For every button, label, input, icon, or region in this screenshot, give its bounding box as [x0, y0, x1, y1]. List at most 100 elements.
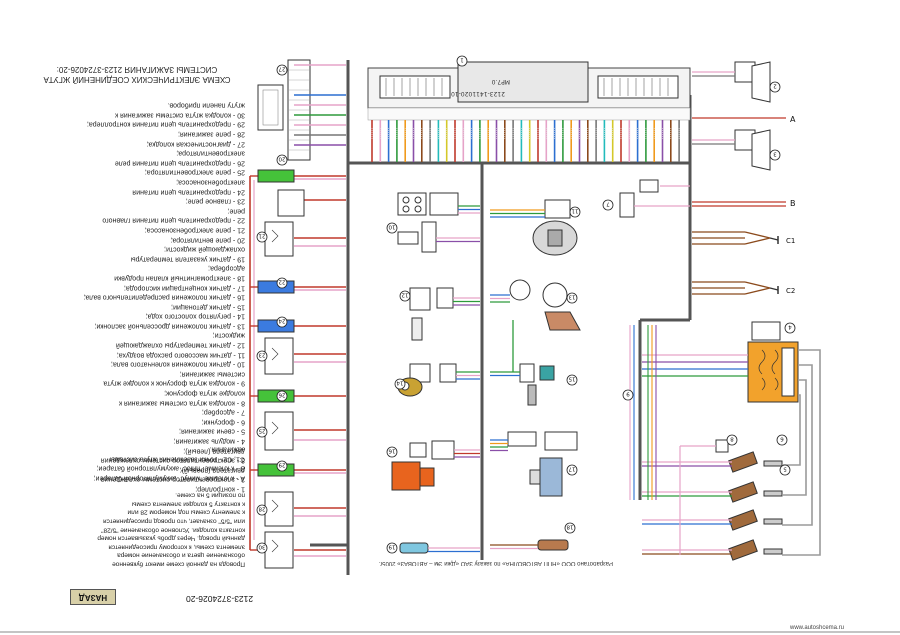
legend-item: 23 - главное реле; — [185, 197, 245, 205]
callout-marker: 23 — [256, 350, 268, 362]
legend-item: 29 - предохранитель цепи питания контрол… — [86, 120, 245, 128]
callout-number: 4 — [788, 324, 792, 330]
legend-item: 8 - колодка жгута системы зажигания к — [118, 399, 245, 406]
callout-number: 12 — [402, 292, 409, 298]
right-components — [619, 61, 799, 561]
callout-number: 21 — [259, 233, 266, 239]
legend-item: 30 - колодка жгута системы зажигания к — [115, 111, 245, 119]
legend-note: С1, С2 - точки заземления жгута системы — [109, 455, 245, 463]
callout-number: 25 — [258, 428, 265, 434]
fuse-blue-icon — [257, 280, 295, 294]
legend-note: А - к клемме "минус" аккумуляторной бата… — [93, 474, 245, 482]
legend-item: электробензонасоса; — [176, 178, 245, 186]
callout-marker: 9 — [622, 389, 634, 401]
callout-marker: 1 — [456, 55, 468, 67]
legend-title-line: СХЕМА ЭЛЕКТРИЧЕСКИХ СОЕДИНЕНИЙ ЖГУТА — [43, 75, 231, 84]
callout-number: 28 — [258, 506, 265, 512]
legend-item: 12 - датчик температуры охлаждающей — [115, 341, 245, 349]
callout-marker: 22 — [276, 277, 288, 289]
relay-icon — [264, 411, 294, 451]
callout-number: 24 — [278, 318, 285, 324]
callout-number: 22 — [279, 279, 286, 285]
legend-remark-line: данный провод. Через дробь указывается н… — [97, 534, 245, 542]
ground-label-b: В — [790, 199, 796, 208]
legend-item: 21 - реле электробензонасоса; — [144, 226, 245, 234]
callout-marker: 13 — [566, 292, 578, 304]
legend-remark-line: по позиции 5 на схеме. — [175, 491, 245, 499]
callout-marker: 4 — [784, 322, 796, 334]
sensor-wires — [428, 205, 545, 553]
ecu-wires — [371, 120, 680, 162]
callout-number: 19 — [388, 544, 395, 550]
legend-item: 25 - реле электровентилятора; — [144, 168, 245, 176]
callout-number: 10 — [388, 224, 395, 230]
legend-item: 15 - датчик детонации; — [171, 303, 245, 311]
legend-remark-line: элемента схемы, к которому присоединяетс… — [108, 543, 245, 551]
callout-number: 3 — [773, 151, 777, 157]
fuse-green-icon — [257, 463, 295, 477]
callout-marker: 3 — [769, 149, 781, 161]
relay-icon — [264, 491, 294, 527]
legend-item: жгуту панели приборов. — [167, 101, 245, 109]
legend-remark-line: к контакту 5 колодки элемента схемы — [131, 500, 245, 508]
callout-marker: 25 — [256, 426, 268, 438]
legend-note: зажигания. — [209, 445, 246, 453]
legend-item: адсорбера; — [208, 264, 245, 272]
callout-number: 13 — [568, 294, 575, 300]
legend-item: 17 - датчик концентрации кислорода; — [123, 283, 245, 291]
ground-label-a: А — [790, 115, 796, 124]
callout-number: 14 — [396, 380, 403, 386]
callout-number: 27 — [278, 66, 285, 72]
legend-item: электровентилятора; — [176, 149, 245, 157]
relay-icon — [264, 531, 294, 569]
legend-remark-line: Провода на данной схеме имеют буквенное — [112, 560, 245, 568]
legend-item: 26 - предохранитель цепи питания реле — [114, 159, 245, 167]
callout-marker: 8 — [726, 434, 738, 446]
callout-marker: 21 — [256, 231, 268, 243]
legend-item: 11 - датчик массового расхода воздуха; — [116, 351, 245, 359]
callout-marker: 26 — [276, 390, 288, 402]
legend-item: 13 - датчик положения дроссельной заслон… — [94, 322, 245, 330]
callout-number: 6 — [780, 436, 784, 442]
back-button[interactable]: НАЗАД — [70, 589, 116, 605]
legend-title-line: СИСТЕМЫ ЗАЖИГАНИЯ 2123-3724026-20: — [56, 65, 218, 74]
callout-number: 20 — [278, 156, 285, 162]
callout-marker: 5 — [779, 464, 791, 476]
legend-item: жидкости; — [212, 331, 245, 339]
legend-item: 22 - предохранитель цепи питания главног… — [102, 216, 245, 224]
scheme-code: 2123-3724026-20 — [186, 594, 254, 604]
legend-items: 1 - контроллер;2 - электровентилятор сис… — [40, 100, 245, 493]
callout-marker: 16 — [386, 446, 398, 458]
callout-number: 29 — [278, 462, 285, 468]
callout-marker: 28 — [256, 504, 268, 516]
relay-icon — [264, 337, 294, 375]
callout-marker: 19 — [386, 542, 398, 554]
legend-item: 20 - реле вентилятора; — [170, 235, 245, 243]
fuse-green-icon — [257, 389, 295, 403]
callout-number: 11 — [572, 208, 579, 214]
legend-item: 9 - колодка жгута форсунок к колодке жгу… — [103, 379, 245, 387]
ground-label-c2: С2 — [786, 287, 795, 295]
legend-remark-line: обозначение цвета и обозначение номера — [117, 551, 245, 559]
callout-number: 1 — [460, 57, 464, 63]
legend-item: колодке жгута форсунок; — [164, 389, 245, 397]
callout-number: 5 — [783, 466, 787, 472]
callout-marker: 18 — [564, 522, 576, 534]
legend-item: 24 - предохранитель цепи питания — [132, 187, 245, 195]
legend-item: 14 - регулятор холостого хода; — [145, 312, 245, 320]
callout-marker: 15 — [566, 374, 578, 386]
ecu-label-top: МР7.0 — [491, 78, 510, 85]
site-credit: www.autoshcema.ru — [790, 625, 845, 631]
callout-number: 7 — [606, 201, 610, 207]
footer-credit: Разработано ООО «НПП АВТОВОЛНА» по заказ… — [379, 560, 613, 566]
callout-marker: 29 — [276, 460, 288, 472]
ground-label-c1: С1 — [786, 237, 795, 245]
legend-item: 6 - форсунки; — [201, 418, 245, 426]
callout-marker: 11 — [569, 206, 581, 218]
harness-trunks — [310, 60, 692, 575]
legend-item: 7 - адсорбер; — [201, 408, 245, 416]
callout-number: 9 — [626, 391, 630, 397]
